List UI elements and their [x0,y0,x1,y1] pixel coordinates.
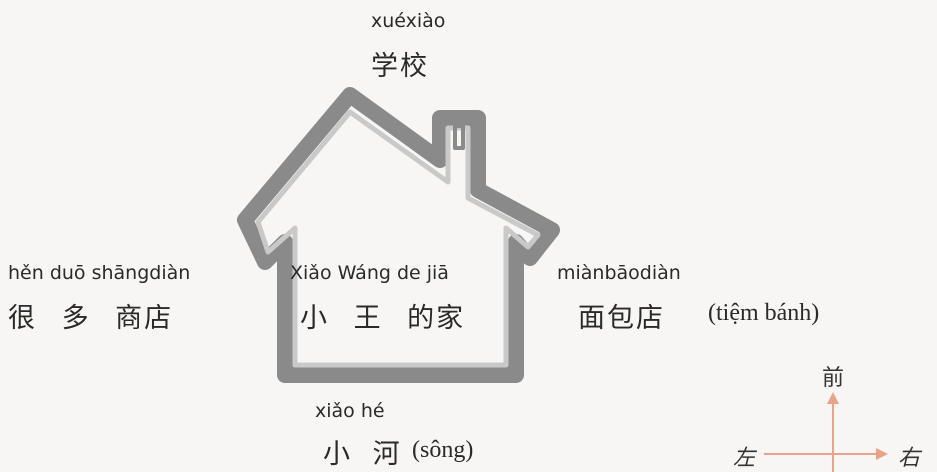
compass-right-label: 右 [898,446,921,471]
bottom-pinyin: xiǎo hé [315,400,385,422]
compass-right-arrowhead [876,448,888,460]
compass-left-label: 左 [733,446,756,471]
compass-up-arrowhead [827,392,839,404]
bottom-note: (sông) [412,437,474,463]
compass-front-label: 前 [822,366,845,391]
top-hanzi: 学校 [371,51,429,82]
right-note: (tiệm bánh) [708,300,820,326]
center-pinyin: Xiǎo Wáng de jiā [290,262,449,284]
right-hanzi: 面包店 [578,303,665,334]
top-pinyin: xuéxiào [371,10,446,32]
left-pinyin: hěn duō shāngdiàn [8,262,191,284]
left-hanzi: 很 多 商店 [8,303,174,334]
right-pinyin: miànbāodiàn [557,262,681,284]
center-hanzi: 小 王 的家 [300,303,466,334]
bottom-hanzi: 小 河 [323,439,402,470]
